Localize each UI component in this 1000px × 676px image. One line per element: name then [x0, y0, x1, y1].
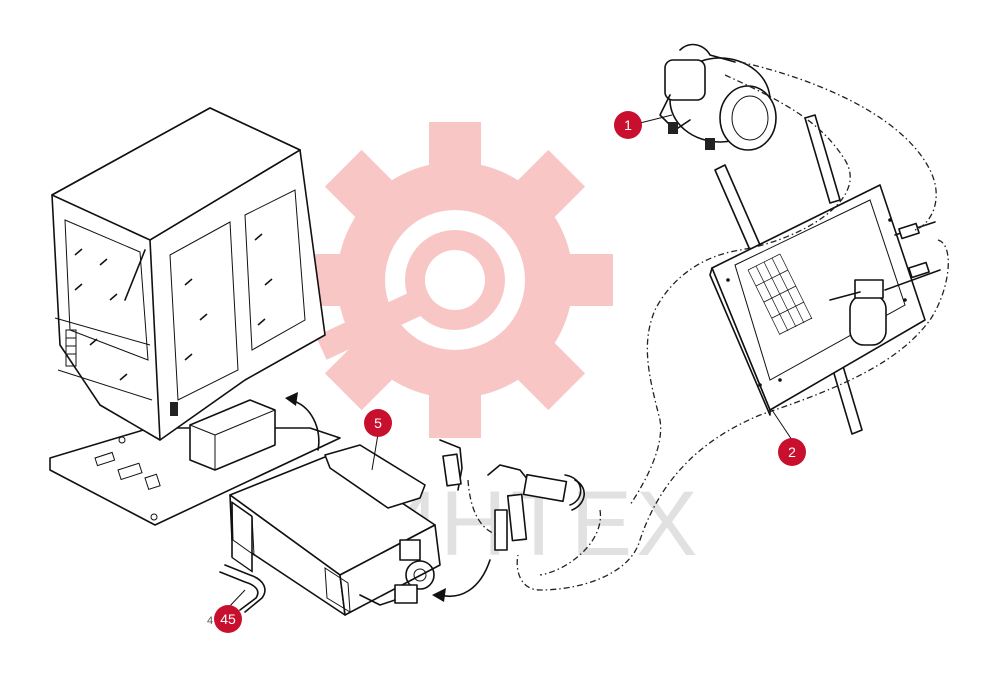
- callout-5-badge: [364, 409, 392, 437]
- callout-1-badge: [614, 111, 642, 139]
- callout-45-badge: [214, 605, 242, 633]
- condenser: [709, 114, 941, 435]
- watermark-logo: [297, 122, 613, 438]
- callout-5: 5: [364, 409, 392, 437]
- callout-2-label: 2: [788, 444, 796, 460]
- small-ref-text: 4: [207, 615, 213, 627]
- operator-cab: [49, 107, 341, 526]
- install-arrow-unit: [439, 559, 491, 597]
- callout-1-label: 1: [624, 117, 632, 133]
- callout-1: 1: [614, 111, 642, 139]
- callout-5-label: 5: [374, 415, 382, 431]
- compressor: [659, 43, 777, 151]
- callout-45: 4 45: [207, 605, 242, 633]
- refrigerant-lines: [467, 61, 949, 591]
- callout-2: 2: [778, 438, 806, 466]
- callout-2-badge: [778, 438, 806, 466]
- callout-45-label: 45: [220, 611, 236, 627]
- callout-leaders: [227, 114, 793, 609]
- hvac-unit: [219, 444, 441, 616]
- hose-fittings: [439, 439, 585, 551]
